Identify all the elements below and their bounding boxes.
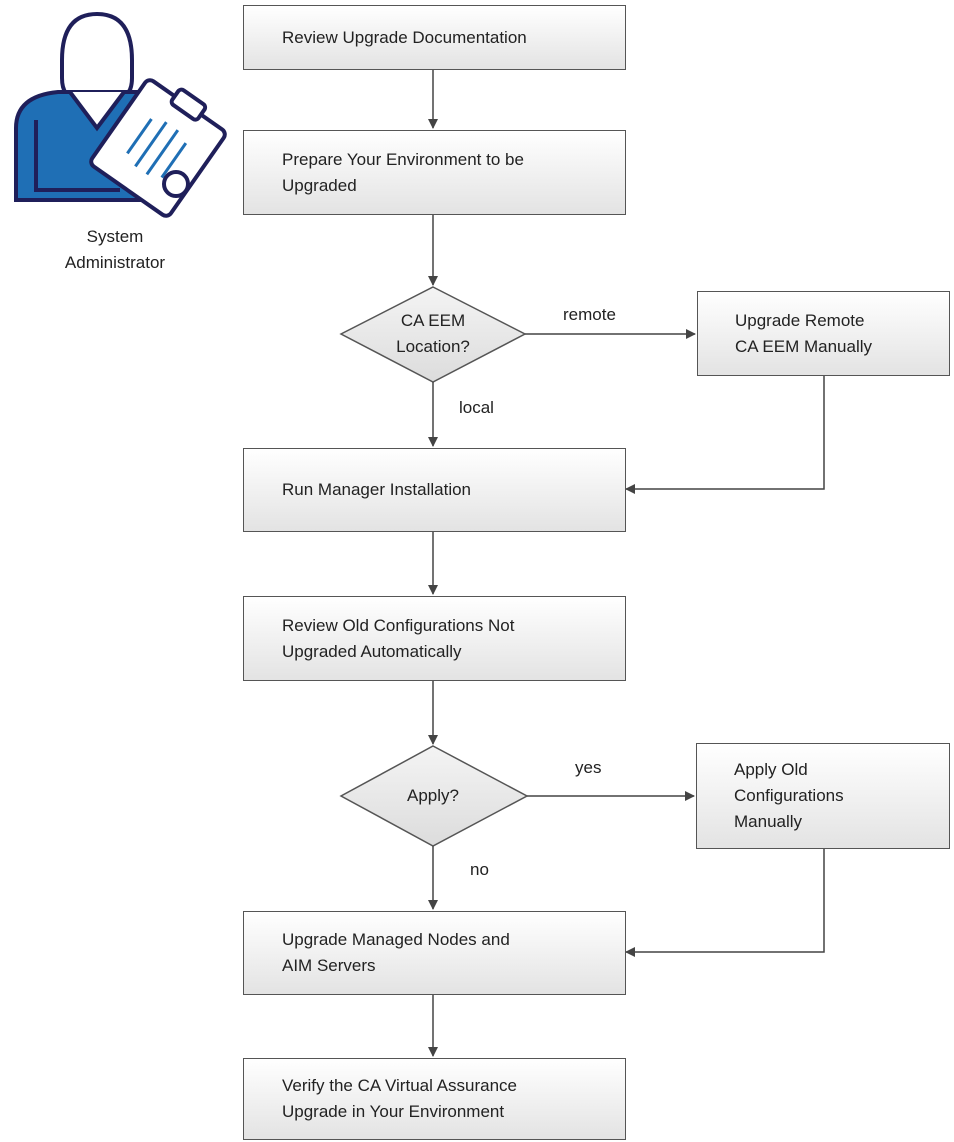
- step-prepare-environment: Prepare Your Environment to be Upgraded: [243, 130, 626, 215]
- step-label-line2: AIM Servers: [282, 956, 376, 975]
- arrow-apply-old-to-upgrade-nodes: [625, 849, 825, 957]
- step-label: Run Manager Installation: [282, 480, 472, 499]
- step-run-manager-installation: Run Manager Installation: [243, 448, 626, 532]
- step-label-line2: Upgrade in Your Environment: [282, 1102, 505, 1121]
- actor-label-line2: Administrator: [64, 253, 166, 272]
- step-label-line1: Prepare Your Environment to be: [282, 149, 524, 169]
- branch-label-local: local: [459, 398, 494, 417]
- step-label-line1: Upgrade Remote: [735, 310, 865, 330]
- step-label-line2: Configurations: [734, 786, 844, 805]
- eem-location-decision-label: CA EEM Location?: [373, 308, 493, 360]
- step-review-old-configurations: Review Old Configurations Not Upgraded A…: [243, 596, 626, 681]
- arrow-remote-to-run-manager: [625, 376, 825, 494]
- actor-label: System Administrator: [40, 224, 190, 276]
- step-label: Review Upgrade Documentation: [282, 27, 527, 47]
- step-verify-upgrade: Verify the CA Virtual Assurance Upgrade …: [243, 1058, 626, 1140]
- step-apply-old-configurations: Apply Old Configurations Manually: [696, 743, 950, 849]
- decision-label-line1: Apply?: [407, 786, 459, 805]
- step-label-line1: Verify the CA Virtual Assurance: [282, 1076, 517, 1095]
- step-label-line2: CA EEM Manually: [735, 336, 872, 356]
- clipboard-icon: [89, 78, 227, 218]
- step-label-line2: Upgraded Automatically: [282, 641, 462, 661]
- branch-label-remote: remote: [563, 305, 616, 324]
- decision-label-line1: CA EEM: [400, 311, 466, 330]
- hand-icon: [162, 170, 190, 198]
- step-review-upgrade-documentation: Review Upgrade Documentation: [243, 5, 626, 70]
- step-label-line1: Upgrade Managed Nodes and: [282, 930, 510, 949]
- step-label-line1: Review Old Configurations Not: [282, 615, 515, 635]
- branch-label-yes: yes: [575, 758, 602, 777]
- branch-label-no: no: [470, 860, 489, 879]
- step-upgrade-managed-nodes: Upgrade Managed Nodes and AIM Servers: [243, 911, 626, 995]
- decision-label-line2: Location?: [396, 337, 470, 356]
- step-label-line1: Apply Old: [734, 760, 808, 779]
- actor-label-line1: System: [86, 227, 144, 246]
- step-label-line2: Upgraded: [282, 175, 357, 195]
- step-upgrade-remote-eem: Upgrade Remote CA EEM Manually: [697, 291, 950, 376]
- apply-decision-label: Apply?: [373, 783, 493, 809]
- step-label-line3: Manually: [734, 812, 803, 831]
